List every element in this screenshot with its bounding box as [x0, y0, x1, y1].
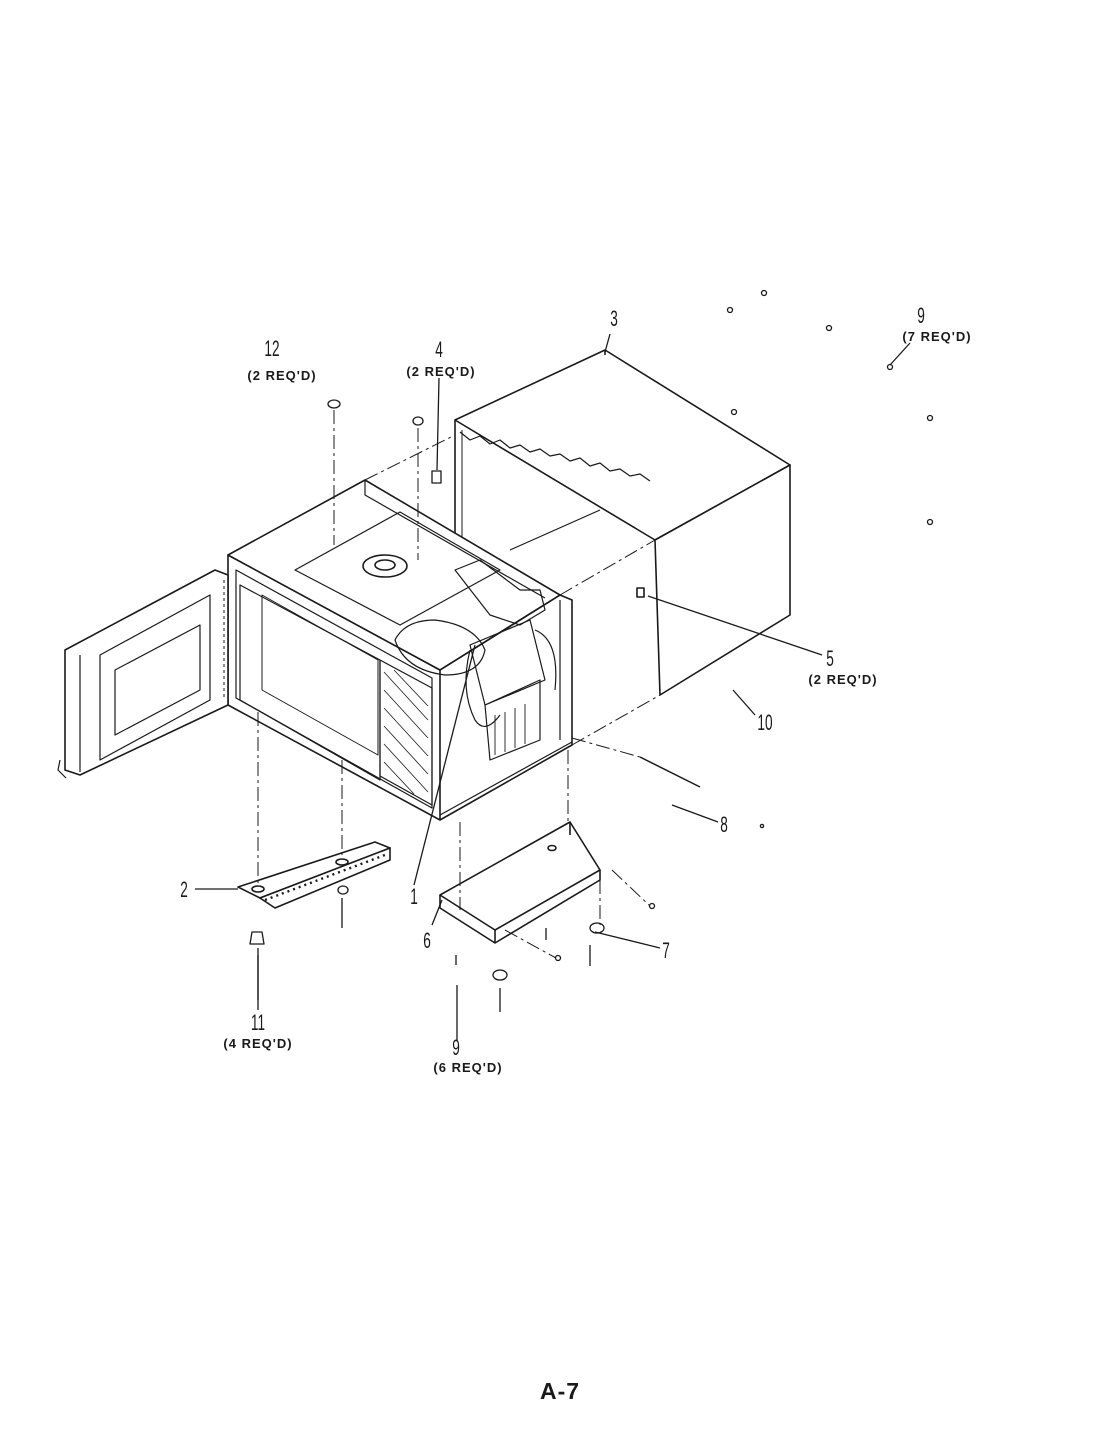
callout-5-qty: (2 REQ'D) [808, 672, 877, 687]
oven-chassis [227, 479, 573, 821]
callout-4-number: 4 [435, 337, 443, 362]
callout-7-number: 7 [662, 938, 670, 963]
callout-4-qty: (2 REQ'D) [406, 364, 475, 379]
oven-door [57, 569, 229, 779]
left-base-rail [237, 841, 391, 909]
callout-9-bottom-number: 9 [452, 1035, 460, 1060]
callout-8-number: 8 [720, 812, 728, 837]
right-base-tray [439, 821, 601, 944]
callout-9-top-number: 9 [917, 303, 925, 328]
callout-10-number: 10 [757, 710, 772, 735]
cabinet-screws-7 [726, 289, 934, 526]
callout-labels: 1 2 3 4 (2 REQ'D) 5 (2 REQ'D) 6 7 8 9 (7… [180, 303, 971, 1075]
explode-guide-lines [257, 410, 661, 959]
callout-12-qty: (2 REQ'D) [247, 368, 316, 383]
callout-11-qty: (4 REQ'D) [223, 1036, 292, 1051]
fasteners [249, 289, 934, 1012]
callout-9-top-qty: (7 REQ'D) [902, 329, 971, 344]
callout-3-number: 3 [610, 306, 618, 331]
outer-cabinet-wrapper [454, 349, 791, 696]
page-label: A-7 [539, 1378, 581, 1404]
callout-5-number: 5 [826, 646, 834, 671]
callout-2-number: 2 [180, 877, 188, 902]
callout-11-number: 11 [251, 1010, 265, 1035]
callout-9-bottom-qty: (6 REQ'D) [433, 1060, 502, 1075]
callout-1-number: 1 [410, 884, 418, 909]
leader-lines [195, 333, 911, 1040]
callout-12-number: 12 [264, 336, 279, 361]
callout-6-number: 6 [423, 928, 431, 953]
